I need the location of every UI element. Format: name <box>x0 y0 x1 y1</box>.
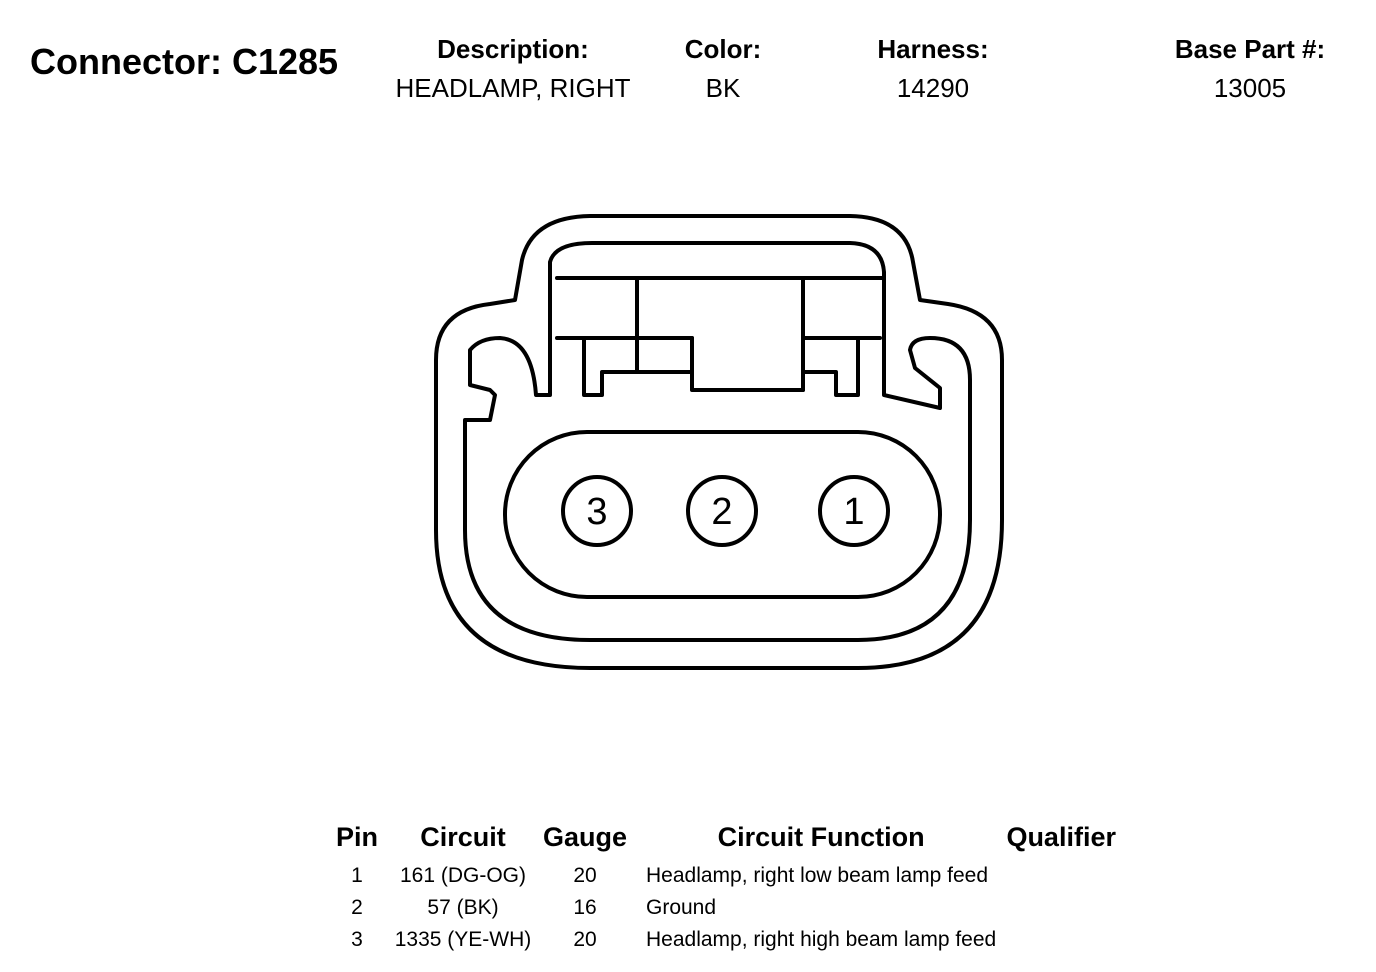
pin-table: Pin Circuit Gauge Circuit Function Quali… <box>326 820 1126 956</box>
base-part-label: Base Part #: <box>1174 34 1326 64</box>
header-qualifier: Qualifier <box>1006 821 1116 852</box>
header-circuit-function: Circuit Function <box>717 821 925 852</box>
header-pin: Pin <box>335 821 378 852</box>
pin-number-1: 1 <box>843 491 864 533</box>
cell-qualifier <box>996 892 1126 924</box>
cell-circuit-function: Headlamp, right high beam lamp feed <box>646 928 997 951</box>
cell-gauge: 16 <box>573 896 597 919</box>
cell-qualifier <box>996 924 1126 956</box>
housing-outer-outline <box>434 214 1004 670</box>
pin-circle-1 <box>818 475 890 547</box>
table-row: 2 57 (BK) 16 Ground <box>326 892 1126 924</box>
lock-bar-center-tab <box>690 336 805 392</box>
cell-circuit: 1335 (YE-WH) <box>394 928 532 951</box>
description-column: Description: HEADLAMP, RIGHT <box>372 36 654 101</box>
cell-circuit-function: Headlamp, right low beam lamp feed <box>646 864 989 887</box>
housing-inner-outline <box>463 241 972 642</box>
base-part-value: 13005 <box>1213 73 1287 103</box>
pin-number-2: 2 <box>711 491 732 533</box>
cell-qualifier <box>996 860 1126 892</box>
lock-bar-step-left <box>582 336 694 397</box>
table-row: 1 161 (DG-OG) 20 Headlamp, right low bea… <box>326 860 1126 892</box>
harness-column: Harness: 14290 <box>853 36 1013 101</box>
connector-title: Connector: C1285 <box>30 41 339 82</box>
pin-cavity <box>503 430 942 599</box>
pin-number-3: 3 <box>586 491 607 533</box>
cell-circuit: 161 (DG-OG) <box>399 864 527 887</box>
header-circuit: Circuit <box>420 821 506 852</box>
color-label: Color: <box>684 34 762 64</box>
harness-value: 14290 <box>896 73 970 103</box>
table-row: 3 1335 (YE-WH) 20 Headlamp, right high b… <box>326 924 1126 956</box>
cell-gauge: 20 <box>573 928 597 951</box>
base-part-column: Base Part #: 13005 <box>1150 36 1350 101</box>
pin-circle-3 <box>561 475 633 547</box>
color-value: BK <box>705 73 741 103</box>
cell-pin: 1 <box>351 864 363 887</box>
cell-pin: 3 <box>351 928 363 951</box>
description-label: Description: <box>437 34 589 64</box>
lock-bar-step-right <box>801 336 860 397</box>
description-value: HEADLAMP, RIGHT <box>395 73 631 103</box>
cell-gauge: 20 <box>573 864 597 887</box>
pin-table-header-row: Pin Circuit Gauge Circuit Function Quali… <box>326 820 1126 860</box>
harness-label: Harness: <box>877 34 989 64</box>
pin-circle-2 <box>686 475 758 547</box>
cell-circuit: 57 (BK) <box>427 896 499 919</box>
cell-circuit-function: Ground <box>646 896 717 919</box>
cell-pin: 2 <box>351 896 363 919</box>
header-gauge: Gauge <box>542 821 628 852</box>
color-column: Color: BK <box>663 36 783 101</box>
